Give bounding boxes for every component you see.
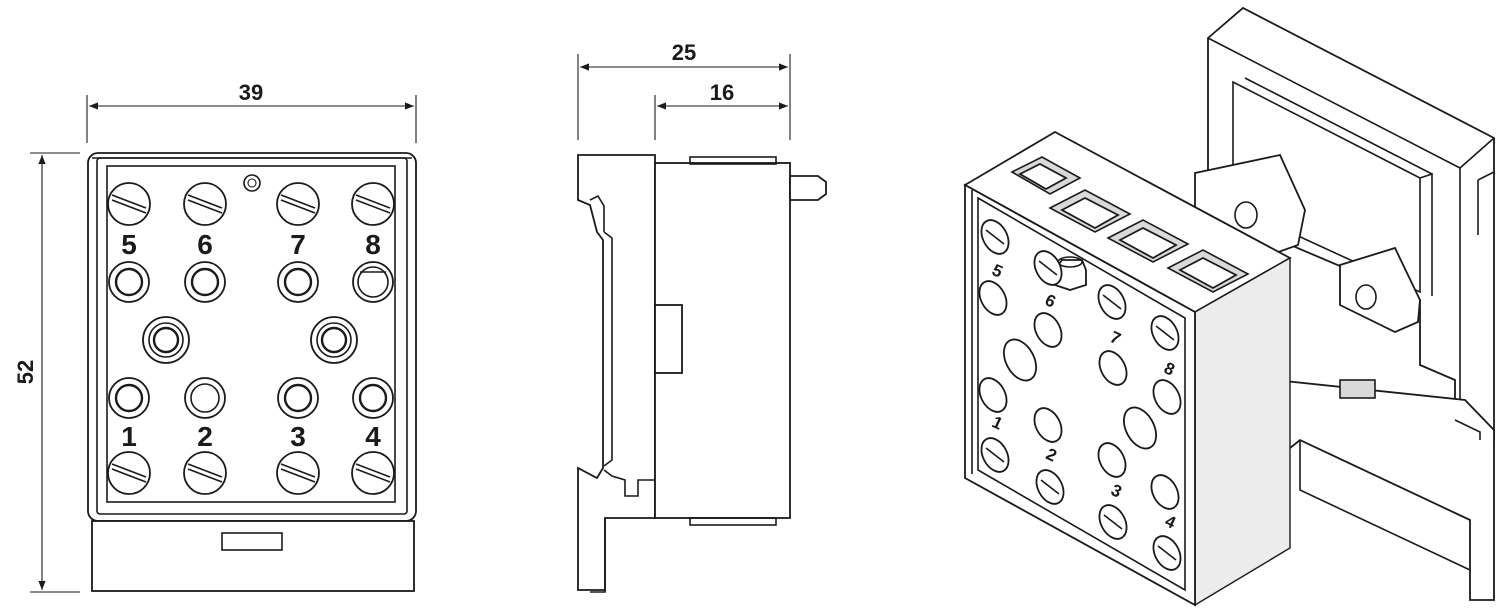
dimension-depth-total-label: 25 bbox=[672, 40, 696, 65]
screw-icon bbox=[107, 451, 151, 495]
side-view: 25 16 bbox=[577, 40, 827, 593]
screw-row-bottom bbox=[107, 451, 395, 495]
terminal-label-8: 8 bbox=[365, 229, 381, 260]
dimension-width: 39 bbox=[86, 80, 417, 143]
iso-main-block: 5 6 7 8 1 2 3 4 bbox=[963, 130, 1292, 607]
screw-icon bbox=[183, 451, 227, 495]
screw-row-top bbox=[107, 182, 395, 226]
front-view: 39 52 5 6 7 8 bbox=[13, 80, 417, 593]
din-clip-profile bbox=[577, 154, 656, 591]
screw-icon bbox=[351, 451, 395, 495]
dimension-depth-total: 25 bbox=[577, 40, 791, 140]
dimension-height-label: 52 bbox=[13, 360, 38, 384]
side-pin bbox=[789, 175, 827, 201]
terminal-label-6: 6 bbox=[197, 229, 213, 260]
screw-icon bbox=[276, 451, 320, 495]
iso-back-frame bbox=[1194, 6, 1495, 601]
socket-row-center bbox=[142, 316, 358, 364]
socket-row-bottom bbox=[108, 377, 394, 419]
front-base bbox=[91, 520, 415, 592]
screw-icon bbox=[107, 182, 151, 226]
iso-terminals bbox=[978, 219, 1182, 571]
dimension-width-label: 39 bbox=[239, 80, 263, 105]
dimension-depth-body-label: 16 bbox=[710, 80, 734, 105]
socket-row-top bbox=[108, 261, 394, 303]
dimension-depth-body: 16 bbox=[654, 80, 788, 140]
terminal-label-5: 5 bbox=[121, 229, 137, 260]
terminal-label-7: 7 bbox=[290, 229, 306, 260]
terminal-label-3: 3 bbox=[290, 421, 306, 452]
isometric-view: 5 6 7 8 1 2 3 4 bbox=[963, 6, 1495, 607]
screw-icon bbox=[183, 182, 227, 226]
screw-icon bbox=[351, 182, 395, 226]
terminal-label-2: 2 bbox=[197, 421, 213, 452]
terminal-label-4: 4 bbox=[365, 421, 381, 452]
screw-icon bbox=[276, 182, 320, 226]
dimension-height: 52 bbox=[13, 152, 80, 593]
terminal-label-1: 1 bbox=[121, 421, 137, 452]
